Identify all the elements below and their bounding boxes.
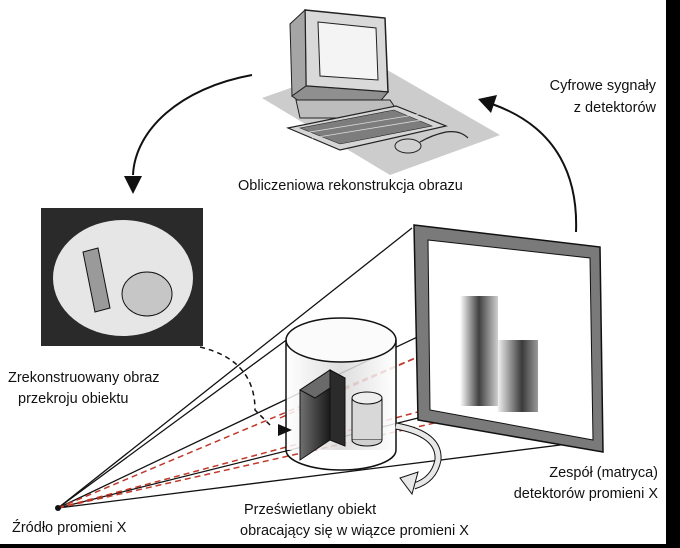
signals-label-line2: z detektorów (573, 100, 656, 116)
arrow-head-icon (478, 95, 497, 113)
object-label-line2: obracający się w wiązce promieni X (240, 523, 469, 539)
source-label: Źródło promieni X (12, 520, 127, 536)
signals-label-line1: Cyfrowe sygnały (549, 78, 656, 94)
detector-label-line2: detektorów promieni X (513, 486, 658, 502)
dashed-connector (199, 346, 271, 426)
object-label-line1: Prześwietlany obiekt (244, 502, 377, 518)
reconstruction-image (41, 208, 203, 346)
arrow-to-reconstruction (132, 74, 253, 176)
cylinder-object (278, 317, 397, 471)
detector-label-line1: Zespół (matryca) (549, 465, 658, 481)
xray-source-point (55, 505, 61, 511)
reconstruction-label-line1: Zrekonstruowany obraz (8, 370, 160, 386)
arrow-head-icon (124, 176, 142, 194)
reconstruction-label-line2: przekroju obiektu (18, 391, 129, 407)
detector-panel (413, 224, 604, 453)
rotation-arrow-icon (395, 422, 442, 496)
computer-label: Obliczeniowa rekonstrukcja obrazu (238, 178, 463, 194)
computer-icon (262, 8, 500, 175)
arrow-to-computer (491, 103, 578, 233)
